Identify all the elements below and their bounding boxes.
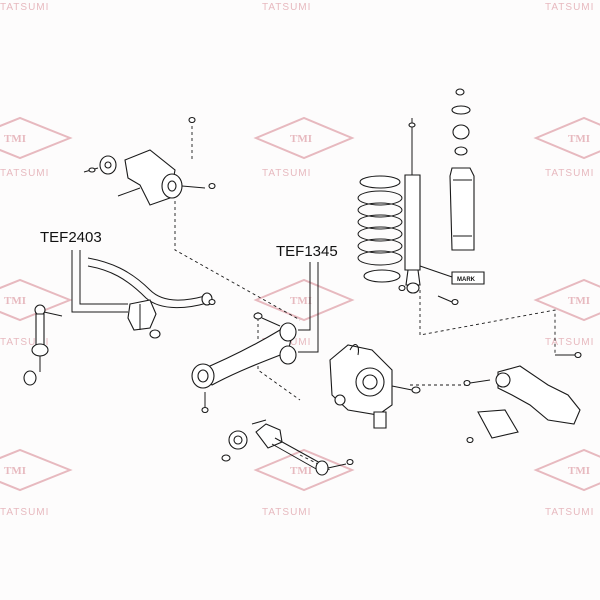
mark-label: MARK — [457, 277, 476, 283]
dust-boot — [449, 167, 475, 251]
lower-lateral-link — [228, 423, 354, 476]
watermark-brand-row-4: TATSUMI TATSUMI TATSUMI — [0, 507, 594, 518]
stabilizer-bar — [87, 257, 213, 309]
mark-tag: MARK — [451, 271, 485, 285]
watermark-logo-row-3: TMI TMI TMI — [0, 448, 600, 492]
watermark-brand-text: TATSUMI — [262, 2, 311, 13]
watermark-logo-row-1: TMI TMI TMI — [0, 116, 600, 160]
watermark-logo-text: TMI — [568, 133, 590, 145]
watermark-logo-row-2: TMI TMI TMI — [0, 278, 600, 322]
watermark-logo-text: TMI — [290, 133, 312, 145]
watermark-logo: TMI — [253, 448, 355, 492]
watermark-logo-text: TMI — [568, 465, 590, 477]
watermark-brand-text: TATSUMI — [0, 168, 49, 179]
watermark-logo: TMI — [533, 278, 600, 322]
watermark-brand-text: TATSUMI — [262, 507, 311, 518]
watermark-brand-text: TATSUMI — [545, 2, 594, 13]
watermark-logo-text: TMI — [4, 133, 26, 145]
stabilizer-bushing — [127, 299, 161, 339]
callout-leader-b — [298, 262, 319, 353]
mount-bushing-small — [99, 155, 117, 175]
stabilizer-link — [23, 304, 63, 386]
nut-icon — [398, 284, 406, 292]
watermark-brand-text: TATSUMI — [0, 337, 49, 348]
watermark-brand-text: TATSUMI — [0, 507, 49, 518]
callout-leader-a — [71, 250, 128, 313]
watermark-logo: TMI — [0, 116, 73, 160]
strut-top-mount — [451, 88, 471, 156]
watermark-logo: TMI — [253, 278, 355, 322]
watermark-brand-text: TATSUMI — [0, 2, 49, 13]
watermark-logo-text: TMI — [568, 295, 590, 307]
watermark-logo: TMI — [533, 116, 600, 160]
bolt-icon — [83, 167, 99, 173]
watermark-logo-text: TMI — [290, 295, 312, 307]
watermark-logo-text: TMI — [4, 465, 26, 477]
watermark-brand-text: TATSUMI — [545, 337, 594, 348]
watermark-brand-row-top: TATSUMI TATSUMI TATSUMI — [0, 2, 594, 13]
upper-mount-bracket — [117, 149, 206, 206]
bolt-icon — [221, 419, 267, 462]
bolt-icon — [201, 392, 209, 414]
shock-absorber — [404, 118, 456, 294]
nut-icon — [188, 116, 216, 190]
trailing-arm — [463, 351, 582, 444]
watermark-brand-text: TATSUMI — [545, 168, 594, 179]
bolt-icon — [437, 295, 459, 306]
watermark-logo: TMI — [253, 116, 355, 160]
watermark-logo-text: TMI — [290, 465, 312, 477]
watermark-brand-text: TATSUMI — [262, 168, 311, 179]
nut-icon — [208, 298, 216, 306]
watermark-brand-text: TATSUMI — [545, 507, 594, 518]
coil-spring — [357, 175, 403, 283]
watermark-logo: TMI — [0, 448, 73, 492]
part-number-callout-stabilizer: TEF2403 — [40, 229, 102, 246]
watermark-logo-text: TMI — [4, 295, 26, 307]
upper-control-arm — [191, 312, 297, 389]
part-number-callout-control-arm: TEF1345 — [276, 243, 338, 260]
watermark-brand-row-2: TATSUMI TATSUMI TATSUMI — [0, 168, 594, 179]
knuckle-hub — [329, 344, 421, 429]
assembly-guide-lines — [174, 120, 556, 471]
watermark-logo: TMI — [533, 448, 600, 492]
watermark-logo: TMI — [0, 278, 73, 322]
